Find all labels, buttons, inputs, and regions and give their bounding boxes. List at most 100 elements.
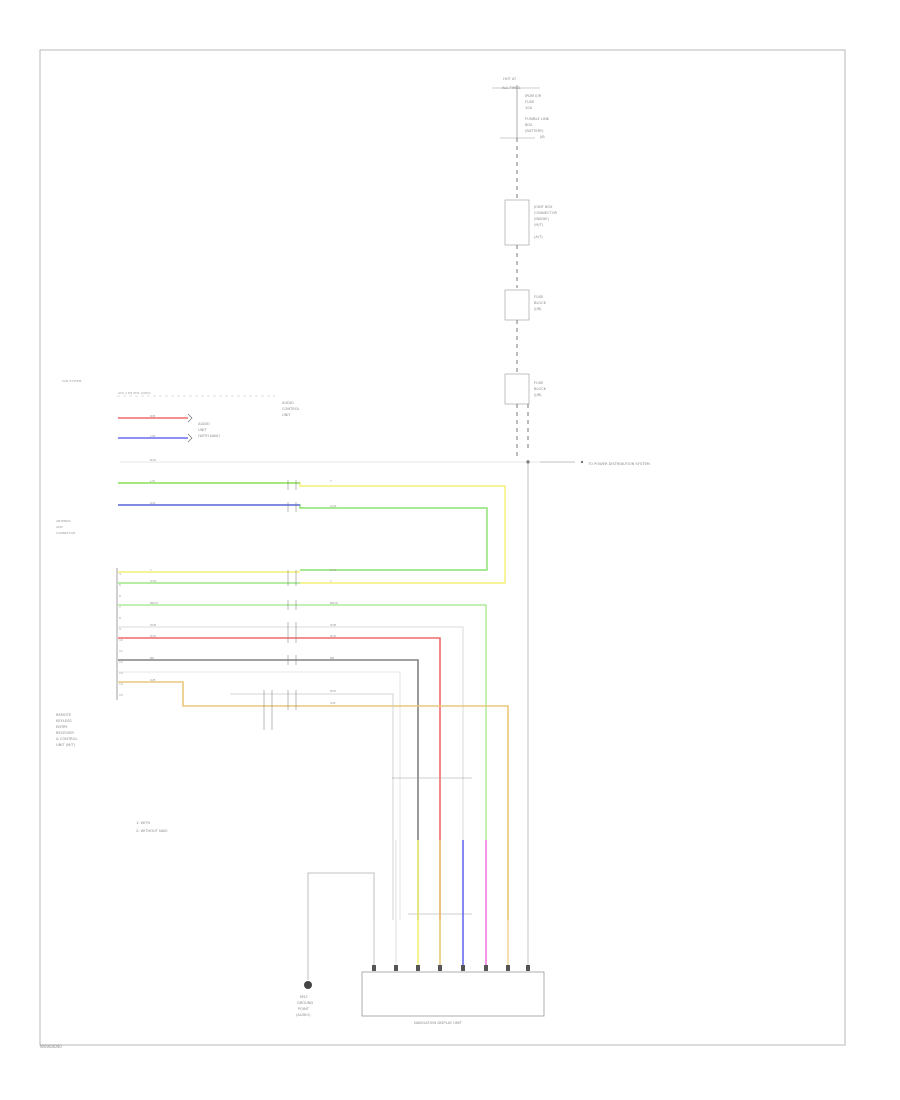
svg-text:BR: BR [330, 656, 334, 660]
svg-text:B/W: B/W [330, 689, 336, 693]
svg-text:G/W: G/W [150, 579, 156, 583]
svg-text:(BATTERY): (BATTERY) [525, 129, 544, 133]
svg-text:CONNECTOR: CONNECTOR [56, 531, 75, 535]
diagram-frame [39, 49, 846, 1046]
svg-text:ALL TIMES: ALL TIMES [502, 86, 521, 90]
svg-text:JOINT BOX: JOINT BOX [533, 205, 553, 209]
svg-text:15: 15 [119, 693, 123, 697]
can-note-label: AUDIO UNIT (WITH NAVI) [198, 422, 220, 438]
svg-text:G/W: G/W [330, 504, 336, 508]
svg-text:L/R: L/R [150, 479, 155, 483]
svg-text:R/W: R/W [330, 634, 336, 638]
svg-text:G/R: G/R [150, 501, 155, 505]
svg-text:13: 13 [119, 671, 123, 675]
svg-text:UNIT: UNIT [282, 413, 291, 417]
ground-symbol [304, 981, 312, 989]
svg-text:L/W: L/W [150, 434, 156, 438]
svg-text:8: 8 [119, 616, 121, 620]
svg-text:REMOTE: REMOTE [56, 713, 72, 717]
footer-code: W0000000 [40, 1044, 62, 1049]
svg-text:(A/T): (A/T) [534, 235, 543, 239]
svg-text:AMP: AMP [56, 525, 63, 529]
wire-codes: R/B L/W B/W L/R G/R Y G/W BR/W W/B R/W B… [150, 414, 338, 705]
svg-text:(J/B): (J/B) [534, 393, 542, 397]
legend-2: 2: WITHOUT NAVI [136, 829, 167, 833]
svg-text:AUDIO: AUDIO [198, 422, 210, 426]
svg-text:O/B: O/B [150, 678, 155, 682]
svg-text:(M/T): (M/T) [534, 223, 544, 227]
svg-text:Y: Y [330, 579, 332, 583]
svg-text:BR/W: BR/W [330, 601, 338, 605]
svg-text:RECEIVER: RECEIVER [56, 731, 74, 735]
svg-text:BLOCK: BLOCK [534, 387, 547, 391]
svg-text:& CONTROL: & CONTROL [56, 737, 78, 741]
svg-text:POINT: POINT [298, 1007, 310, 1011]
harness-header: AVC-1 M1 M31 AUDIO [118, 391, 151, 395]
svg-text:KEYLESS: KEYLESS [56, 719, 72, 723]
fuse-block-2 [504, 199, 530, 246]
svg-text:IPDM E/R: IPDM E/R [525, 94, 542, 98]
top-fuse-label: HOT AT ALL TIMES IPDM E/R FUSE 10A FUSIB… [502, 77, 550, 139]
svg-text:J/B: J/B [539, 135, 545, 139]
wire-green-loop [118, 482, 506, 584]
audio-loop-label: AUDIO CONTROL UNIT [282, 401, 300, 417]
svg-text:Y: Y [150, 568, 152, 572]
wire-light-2 [118, 671, 401, 920]
svg-text:R/B: R/B [150, 414, 155, 418]
svg-text:UNIT: UNIT [198, 428, 207, 432]
svg-text:11: 11 [119, 649, 123, 653]
wire-blue-loop [118, 504, 488, 571]
svg-text:W/B: W/B [330, 623, 336, 627]
svg-text:UNIT (M/T): UNIT (M/T) [56, 743, 76, 747]
fuse-block-3 [504, 289, 530, 321]
svg-text:5: 5 [119, 583, 121, 587]
ecu-label: REMOTE KEYLESS ENTRY RECEIVER & CONTROL … [56, 713, 78, 747]
svg-text:7: 7 [119, 605, 121, 609]
svg-text:14: 14 [119, 682, 123, 686]
svg-text:BR: BR [150, 656, 154, 660]
wire-green-2 [118, 604, 487, 920]
svg-text:R/W: R/W [150, 634, 156, 638]
power-feed-label: TO POWER DISTRIBUTION SYSTEM [587, 462, 650, 466]
svg-text:10: 10 [119, 638, 123, 642]
audio-unit-label: ANTENNA AMP CONNECTOR [56, 519, 75, 535]
svg-text:AUDIO: AUDIO [282, 401, 294, 405]
svg-text:4: 4 [119, 572, 121, 576]
svg-text:12: 12 [119, 660, 123, 664]
left-pin-numbers: 4 5 6 7 8 9 10 11 12 13 14 15 [119, 572, 123, 697]
svg-text:(INSIDE): (INSIDE) [534, 217, 550, 221]
svg-text:(WITH NAVI): (WITH NAVI) [198, 434, 220, 438]
bottom-unit-box [361, 971, 545, 1017]
svg-text:GROUND: GROUND [297, 1001, 313, 1005]
can-system-header: CAN SYSTEM [62, 379, 82, 383]
svg-text:CONNECTOR: CONNECTOR [534, 211, 558, 215]
ground-wire [307, 872, 375, 980]
svg-text:B/W: B/W [150, 458, 156, 462]
svg-text:HOT AT: HOT AT [503, 77, 517, 81]
svg-text:10A: 10A [525, 106, 533, 110]
wire-orange-1 [118, 681, 509, 920]
fuse-block-4 [504, 373, 530, 405]
fuse-3-label: FUSE BLOCK (J/B) [534, 381, 547, 397]
svg-text:W/B: W/B [150, 623, 156, 627]
svg-text:ENTRY: ENTRY [56, 725, 68, 729]
svg-text:G/W: G/W [330, 568, 336, 572]
svg-text:(AUDIO): (AUDIO) [296, 1013, 311, 1017]
svg-text:O/B: O/B [330, 701, 335, 705]
wire-light-3 [230, 693, 394, 920]
svg-text:FUSE: FUSE [534, 295, 544, 299]
svg-text:9: 9 [119, 627, 121, 631]
svg-text:FUSE: FUSE [525, 100, 535, 104]
svg-text:BR/W: BR/W [150, 601, 158, 605]
svg-text:BOX: BOX [525, 123, 533, 127]
svg-text:BLOCK: BLOCK [534, 301, 547, 305]
svg-text:(J/B): (J/B) [534, 307, 542, 311]
bottom-unit-label: NAVIGATION DISPLAY UNIT [414, 1021, 463, 1025]
splice-marks [263, 480, 297, 730]
power-feed-vertical [120, 85, 584, 920]
svg-text:ANTENNA: ANTENNA [56, 519, 72, 523]
ground-label: M52 GROUND POINT (AUDIO) [296, 995, 313, 1017]
svg-text:CONTROL: CONTROL [282, 407, 300, 411]
svg-text:FUSE: FUSE [534, 381, 544, 385]
